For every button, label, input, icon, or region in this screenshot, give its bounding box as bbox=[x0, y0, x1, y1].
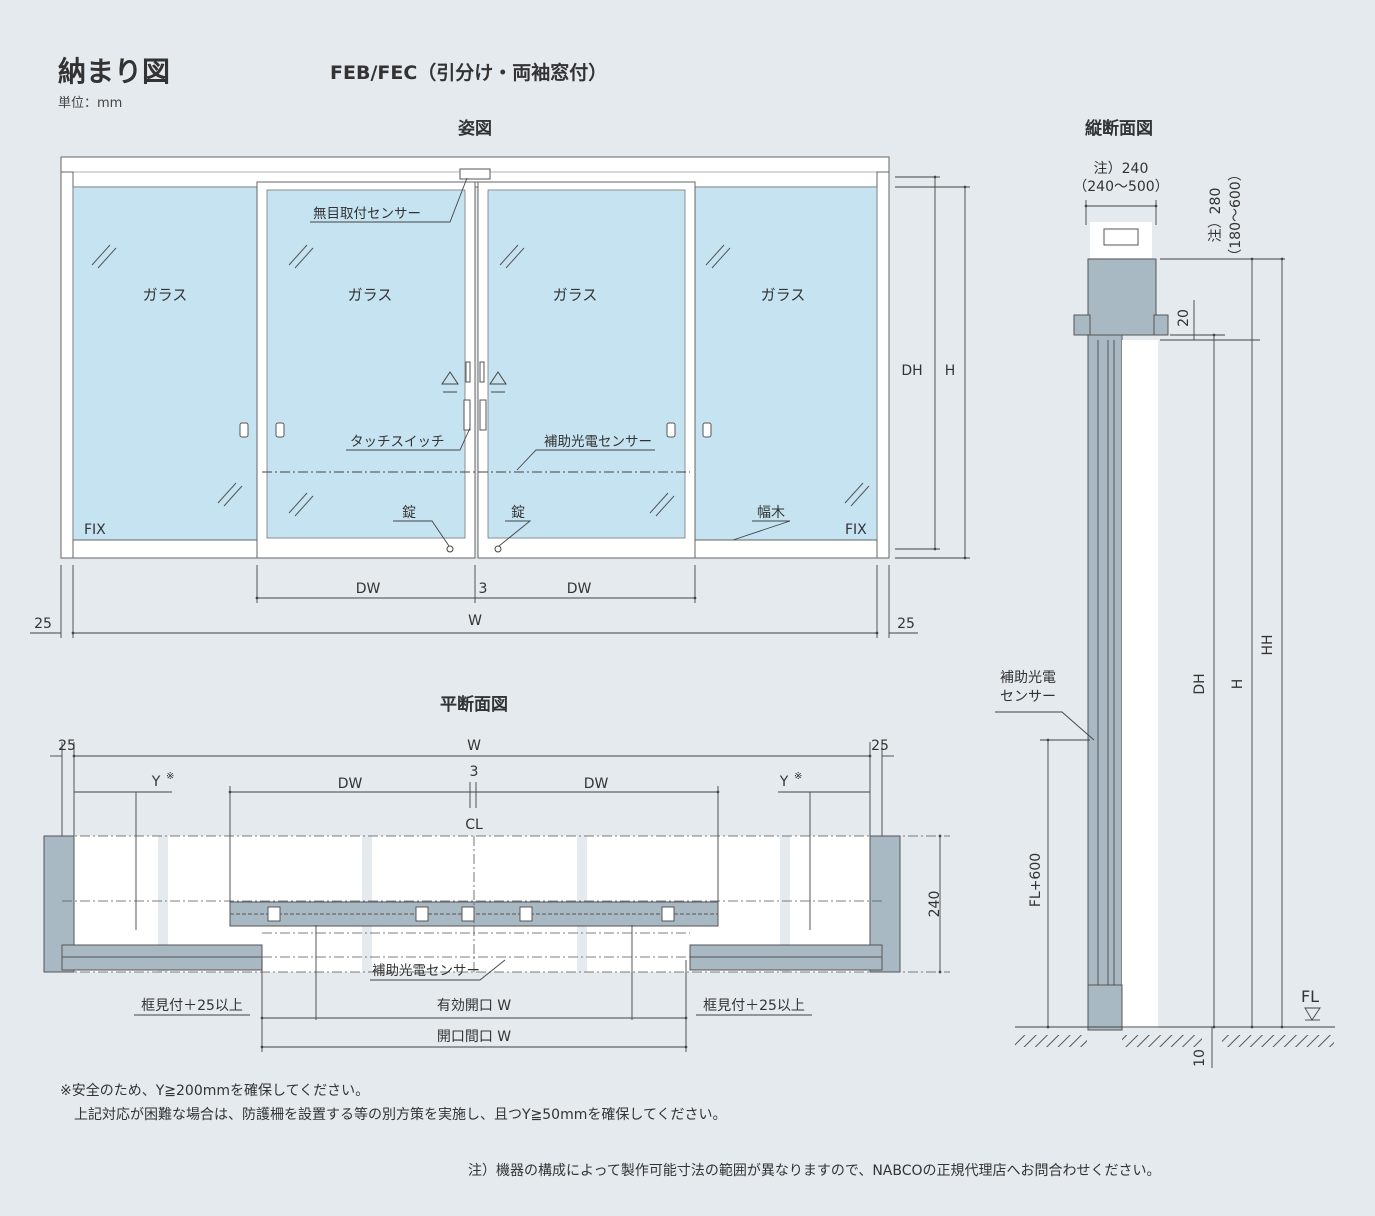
baseboard-label: 幅木 bbox=[757, 505, 785, 521]
elev-dim-w: W bbox=[468, 613, 482, 629]
touch-switch-right bbox=[479, 399, 487, 431]
elev-dim-dh: DH bbox=[901, 363, 922, 379]
elev-dim-gap: 3 bbox=[479, 581, 488, 597]
plan-frame-left: 框見付＋25以上 bbox=[141, 998, 243, 1014]
touch-switch-left bbox=[463, 399, 471, 431]
page-subtitle: FEB/FEC（引分け・両袖窓付） bbox=[330, 62, 608, 84]
open-arrow-left-icon bbox=[441, 371, 459, 385]
section-note-240: 注）240 bbox=[1094, 161, 1149, 177]
section-dim-fl600: FL+600 bbox=[1028, 853, 1044, 907]
glass-label-4: ガラス bbox=[761, 286, 806, 304]
lock-label-right: 錠 bbox=[511, 505, 525, 521]
section-fl: FL bbox=[1301, 987, 1319, 1006]
section-aux-sensor-2: センサー bbox=[1000, 689, 1056, 705]
safety-note-2: 上記対応が困難な場合は、防護柵を設置する等の別方策を実施し、且つY≧50mmを確… bbox=[60, 1107, 727, 1123]
disclaimer-note: 注）機器の構成によって製作可能寸法の範囲が異なりますので、NABCOの正規代理店… bbox=[468, 1163, 1161, 1179]
fix-label-left: FIX bbox=[84, 522, 106, 538]
lock-right bbox=[494, 545, 502, 553]
touch-switch-label: タッチスイッチ bbox=[350, 434, 445, 450]
elev-dim-dw-left: DW bbox=[356, 581, 381, 597]
section-range-280: （180～600） bbox=[1228, 167, 1244, 262]
plan-cl: CL bbox=[465, 817, 483, 833]
door-handle-left bbox=[275, 422, 285, 438]
section-view: 注）240 （240～500） 注）280 （180～600） 20 補助光電 … bbox=[995, 161, 1335, 1068]
plan-y-right-mark: ※ bbox=[794, 771, 802, 782]
plan-dim-dw-left: DW bbox=[338, 776, 363, 792]
fix-handle-left bbox=[239, 422, 249, 438]
transom-sensor-label: 無目取付センサー bbox=[313, 206, 421, 222]
section-dim-10: 10 bbox=[1192, 1049, 1208, 1067]
plan-dim-25-left: 25 bbox=[58, 738, 76, 754]
plan-dim-gap: 3 bbox=[470, 764, 479, 780]
elevation-view: ガラス ガラス ガラス ガラス FIX FIX 無目取付センサー タッチスイッチ… bbox=[30, 156, 970, 638]
section-aux-sensor-1: 補助光電 bbox=[1000, 670, 1056, 686]
plan-heading: 平断面図 bbox=[440, 694, 508, 715]
plan-dim-25-right: 25 bbox=[871, 738, 889, 754]
fix-label-right: FIX bbox=[845, 522, 867, 538]
fix-handle-right bbox=[702, 422, 712, 438]
glass-label-2: ガラス bbox=[348, 286, 393, 304]
section-range-240: （240～500） bbox=[1073, 179, 1168, 195]
elev-dim-dw-right: DW bbox=[567, 581, 592, 597]
section-dim-hh: HH bbox=[1260, 634, 1276, 655]
plan-aux-sensor-label: 補助光電センサー bbox=[372, 963, 480, 979]
plan-view: 25 W 25 3 Y ※ Y ※ DW DW CL 240 補助光電センサー … bbox=[43, 738, 950, 1052]
elev-dim-25-right: 25 bbox=[897, 616, 915, 632]
fix-glass-left bbox=[72, 186, 258, 541]
elev-dim-25-left: 25 bbox=[34, 616, 52, 632]
section-dim-h: H bbox=[1230, 679, 1246, 690]
elevation-heading: 姿図 bbox=[458, 118, 492, 139]
plan-frame-right: 框見付＋25以上 bbox=[703, 998, 805, 1014]
lock-label-left: 錠 bbox=[402, 505, 416, 521]
unit-label: 単位：mm bbox=[58, 96, 123, 111]
lock-left bbox=[446, 545, 454, 553]
plan-opening: 開口間口 W bbox=[437, 1029, 511, 1045]
glass-label-1: ガラス bbox=[143, 286, 188, 304]
glass-label-3: ガラス bbox=[553, 286, 598, 304]
safety-note-1: ※安全のため、Y≧200mmを確保してください。 bbox=[60, 1083, 370, 1099]
open-arrow-right-icon bbox=[489, 371, 507, 385]
plan-dim-dw-right: DW bbox=[584, 776, 609, 792]
plan-effective-opening: 有効開口 W bbox=[437, 998, 511, 1014]
aux-sensor-label: 補助光電センサー bbox=[544, 434, 652, 450]
page-title: 納まり図 bbox=[58, 55, 171, 88]
fix-glass-right bbox=[694, 186, 878, 541]
transom-sensor bbox=[459, 168, 491, 180]
plan-dim-240: 240 bbox=[927, 891, 943, 918]
section-note-280: 注）280 bbox=[1208, 188, 1224, 243]
section-dim-dh: DH bbox=[1192, 673, 1208, 694]
plan-dim-w: W bbox=[467, 738, 481, 754]
plan-y-left: Y bbox=[151, 774, 161, 790]
plan-y-right: Y bbox=[779, 774, 789, 790]
plan-y-left-mark: ※ bbox=[166, 771, 174, 782]
elev-dim-h: H bbox=[945, 363, 956, 379]
section-dim-20: 20 bbox=[1176, 309, 1192, 327]
section-heading: 縦断面図 bbox=[1085, 118, 1153, 139]
door-handle-right bbox=[666, 422, 676, 438]
